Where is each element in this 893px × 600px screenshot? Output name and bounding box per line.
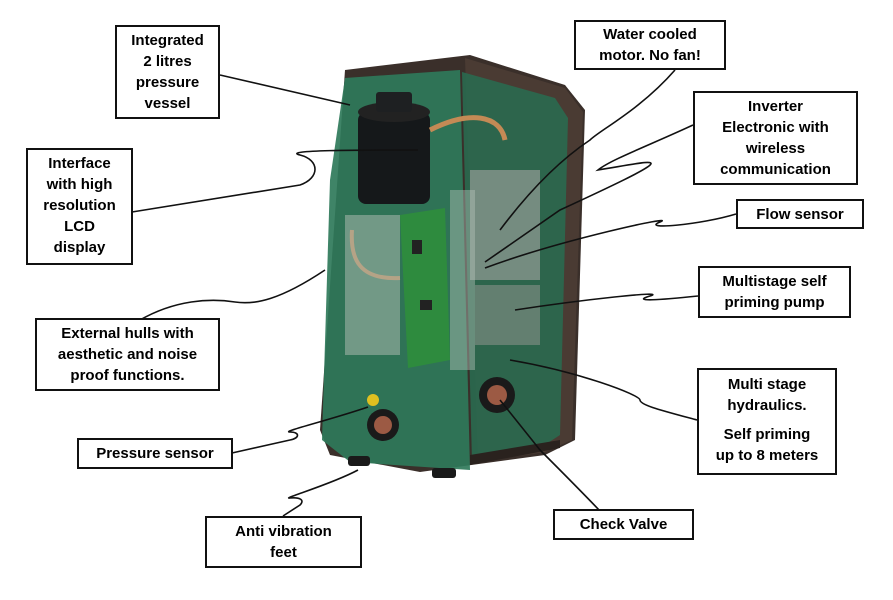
pressure-vessel [358,112,430,204]
label-flow-sensor: Flow sensor [736,199,864,229]
copper-pipe [428,115,508,141]
foot-left [348,456,370,466]
leader-lines [131,69,737,517]
foot-right [432,468,456,478]
label-check-valve: Check Valve [553,509,694,540]
pcb-board [400,208,450,368]
motor [470,170,540,280]
pressure-sensor-part [367,394,379,406]
label-pressure-sensor: Pressure sensor [77,438,233,469]
